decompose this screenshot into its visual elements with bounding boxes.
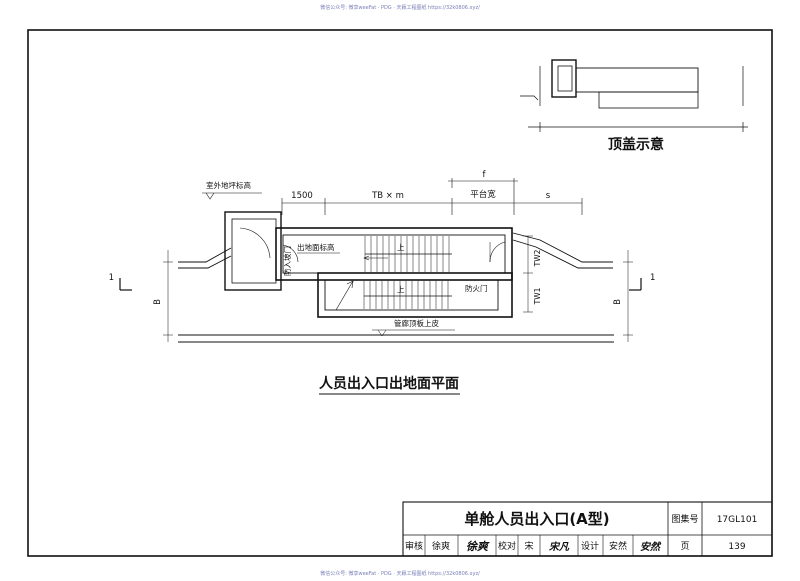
page-number: 139 (728, 542, 745, 552)
exit-elev-label: 出地面标高 (297, 242, 335, 252)
stair-label-up: 上 (397, 285, 405, 294)
design-label: 设计 (581, 540, 599, 552)
dim-s: s (546, 191, 551, 201)
entrance-plan: 1500 TB × m f 平台宽 s 室外地坪标高 (109, 170, 655, 395)
sheet-border (27, 29, 773, 557)
watermark-top: 微信公众号: 微享weeFat · PDG · 天籁工程图纸 https://3… (320, 4, 480, 11)
title-block: 单舱人员出入口(A型) 图集号 17GL101 审核 徐爽 徐爽 校对 宋 宋凡… (402, 501, 773, 557)
check-label: 校对 (498, 540, 516, 552)
section-left-label: 1 (109, 273, 114, 283)
designer-name: 安然 (609, 540, 627, 552)
plan-title: 人员出入口出地面平面 (319, 375, 459, 392)
reviewer-signature: 徐爽 (466, 540, 490, 553)
blast-door-label: 防火门 (465, 283, 488, 293)
dim-tb: TB × m (371, 191, 404, 201)
reviewer-name: 徐爽 (432, 540, 450, 552)
drawing-title: 单舱人员出入口(A型) (464, 510, 609, 528)
tw1-label: TW1 (533, 287, 542, 305)
dim-platform: 平台宽 (470, 189, 496, 200)
dim-1500: 1500 (291, 191, 313, 201)
stair-label-down: 上 (397, 243, 405, 252)
dim-f: f (483, 170, 487, 180)
roof-sketch: 顶盖示意 (520, 59, 748, 153)
wave-door-label: 防入坡门 (282, 246, 292, 276)
stair-upper-flight: 上 (363, 236, 452, 272)
page-label: 页 (680, 541, 689, 552)
outdoor-grade-label: 室外地坪标高 (206, 180, 251, 190)
watermark-bottom: 微信公众号: 微享weeFat · PDG · 天籁工程图纸 https://3… (320, 570, 480, 577)
review-label: 审核 (405, 540, 423, 552)
checker-name: 宋 (524, 540, 533, 552)
designer-signature: 安然 (640, 541, 662, 553)
dim-b-right: B (613, 299, 623, 305)
gallery-top-label: 管廊顶板上皮 (394, 318, 439, 328)
tw2-label: TW2 (533, 249, 542, 267)
stair-lower-flight: 上 (335, 280, 452, 311)
checker-signature: 宋凡 (549, 541, 570, 553)
atlas-label: 图集号 (671, 513, 698, 525)
roof-sketch-title: 顶盖示意 (608, 136, 664, 153)
atlas-number: 17GL101 (717, 515, 758, 525)
dim-b-left: B (153, 299, 163, 305)
section-right-label: 1 (650, 273, 655, 283)
